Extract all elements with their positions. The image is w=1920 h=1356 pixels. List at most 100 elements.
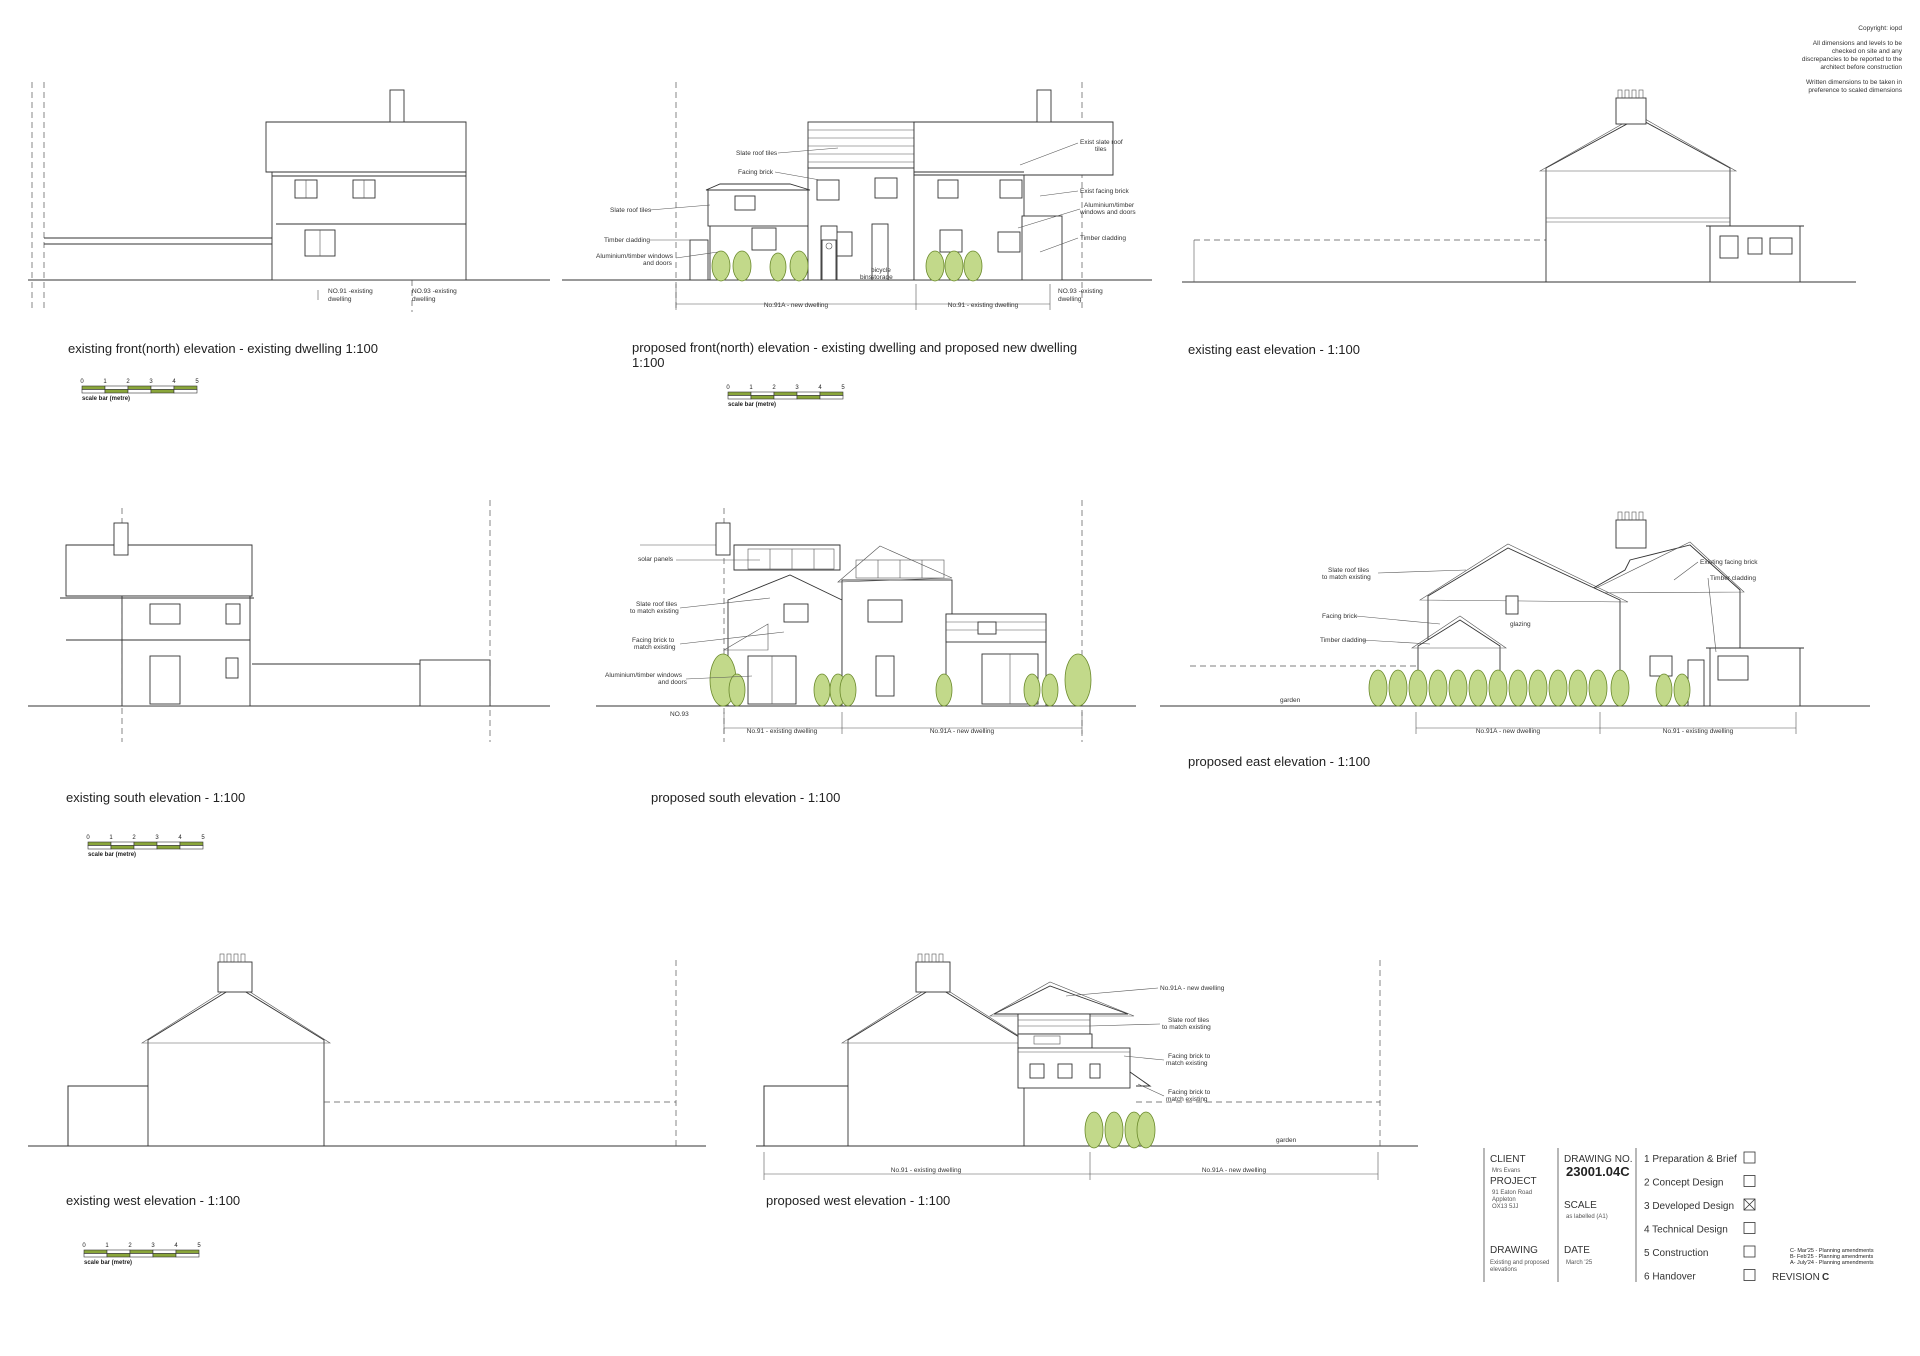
stage-label: 2 Concept Design xyxy=(1644,1178,1724,1189)
scale-bar-segment xyxy=(129,1249,154,1254)
stage-checkbox[interactable] xyxy=(1743,1222,1756,1234)
scale-bar-segment xyxy=(106,1253,131,1258)
scale-bar-segment xyxy=(83,1253,108,1258)
scale-bar-tick: 1 xyxy=(105,1243,109,1249)
copyright-line: architect before construction xyxy=(1820,64,1902,71)
annotation: Timber cladding xyxy=(1080,235,1126,242)
stage-label: 5 Construction xyxy=(1644,1248,1708,1259)
revision-line: A- July'24 - Planning amendments xyxy=(1790,1260,1874,1266)
scale-bar-tick: 5 xyxy=(201,835,205,841)
title-block: CLIENT Mrs Evans PROJECT 91 Eaton Road A… xyxy=(1483,1148,1874,1283)
scale-bar-tick: 3 xyxy=(149,379,153,385)
copyright-line: Written dimensions to be taken in xyxy=(1806,79,1902,86)
scale-bar-tick: 5 xyxy=(195,379,199,385)
bins-label: bins xyxy=(860,274,873,281)
dimension-label: No.91 - existing dwelling xyxy=(1663,728,1734,735)
scale-bar-segment xyxy=(104,385,129,390)
project-value-line: 91 Eaton Road xyxy=(1492,1190,1532,1196)
copyright-line: Copyright: iopd xyxy=(1858,25,1902,32)
scale-bar-tick: 3 xyxy=(155,835,159,841)
scale-bar-segment xyxy=(129,1253,154,1258)
scale-bar-tick: 3 xyxy=(151,1243,155,1249)
work-stages: 1 Preparation & Brief 2 Concept Design 3 D… xyxy=(1644,1151,1756,1283)
scale-bar-tick: 0 xyxy=(726,385,730,391)
stage-label: 1 Preparation & Brief xyxy=(1644,1154,1737,1165)
stage-row: 2 Concept Design xyxy=(1644,1175,1756,1189)
view-title: proposed front(north) elevation - existi… xyxy=(632,340,1077,355)
elevation-east-proposed: garden glazing xyxy=(1160,511,1870,769)
annotations-front-left: Slate roof tiles Facing brick Slate roof… xyxy=(596,147,839,267)
dimension-label: No.91A - new dwelling xyxy=(764,302,829,309)
garden-label: garden xyxy=(1276,1137,1297,1144)
revision-line: B- Feb'25 - Planning amendments xyxy=(1790,1254,1874,1260)
stage-label: 6 Handover xyxy=(1644,1272,1696,1283)
scale-bar-segment xyxy=(179,845,204,850)
view-title: existing south elevation - 1:100 xyxy=(66,790,245,805)
dimension-label: No.91 - existing dwelling xyxy=(948,302,1019,309)
scale-bar-segment xyxy=(81,385,106,390)
project-value-line: Appleton xyxy=(1492,1197,1516,1203)
scale-bar-tick: 2 xyxy=(128,1243,132,1249)
scale-label: SCALE xyxy=(1564,1200,1597,1211)
scale-bar-tick: 3 xyxy=(795,385,799,391)
scale-bar-segment xyxy=(773,391,798,396)
scale-bar-tick: 4 xyxy=(178,835,182,841)
stage-row: 1 Preparation & Brief xyxy=(1644,1151,1756,1165)
client-value: Mrs Evans xyxy=(1492,1168,1520,1174)
scale-bar-segment xyxy=(156,845,181,850)
scale-bar-segment xyxy=(173,389,198,394)
garden-label: garden xyxy=(1280,697,1301,704)
scale-bar-segment xyxy=(819,391,844,396)
scale-bar-caption: scale bar (metre) xyxy=(728,402,776,408)
stage-label: 3 Developed Design xyxy=(1644,1201,1734,1212)
client-label: CLIENT xyxy=(1490,1154,1526,1165)
project-value-line: OX13 5JJ xyxy=(1492,1204,1518,1210)
revision-value: C xyxy=(1822,1272,1829,1283)
stage-row: 6 Handover xyxy=(1644,1269,1756,1283)
scale-bar-tick: 2 xyxy=(126,379,130,385)
project-label: PROJECT xyxy=(1490,1176,1537,1187)
revision-line: C- Mar'25 - Planning amendments xyxy=(1790,1248,1874,1254)
scale-bar-segment xyxy=(110,845,135,850)
glazing-label: glazing xyxy=(1510,621,1531,628)
check-mark xyxy=(1743,1198,1756,1211)
annotation: Exist facing brick xyxy=(1080,188,1130,195)
scale-bar-segment xyxy=(750,395,775,400)
scale-bar-segment xyxy=(87,845,112,850)
stage-row: 5 Construction xyxy=(1644,1245,1756,1259)
copyright-note: Copyright: iopd All dimensions and level… xyxy=(1802,25,1903,94)
stage-checkbox[interactable] xyxy=(1743,1245,1756,1258)
scale-value: as labelled (A1) xyxy=(1566,1214,1608,1220)
stage-checkbox[interactable] xyxy=(1743,1269,1756,1281)
trees-front xyxy=(711,250,983,282)
annotation: solar panels xyxy=(638,556,674,563)
drawing-label: DRAWING xyxy=(1490,1245,1538,1256)
stage-checkbox[interactable] xyxy=(1743,1175,1756,1187)
scale-bar-segment xyxy=(152,1249,177,1254)
scale-bar-segment xyxy=(156,841,181,846)
annotation: Timber cladding xyxy=(1710,575,1756,582)
scale-bar-segment xyxy=(133,841,158,846)
view-title-scale: 1:100 xyxy=(632,355,665,370)
scale-bar-segment xyxy=(727,391,752,396)
elevation-south-proposed: No.91 - existing dwelling No.91A - new d… xyxy=(596,500,1136,805)
stage-checkbox[interactable] xyxy=(1743,1151,1756,1164)
annotation: Facing brick xyxy=(738,169,774,176)
scale-bar-tick: 0 xyxy=(86,835,90,841)
scale-bar-segment xyxy=(127,389,152,394)
view-title: existing front(north) elevation - existi… xyxy=(68,341,378,356)
date-value: March '25 xyxy=(1566,1260,1593,1266)
